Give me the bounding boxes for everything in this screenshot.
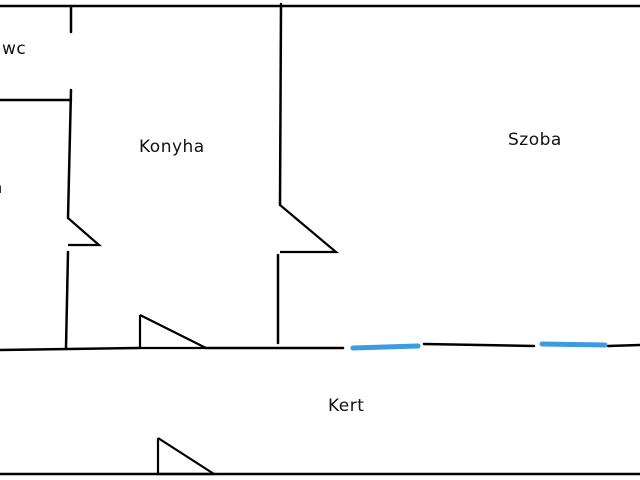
window-2 — [539, 341, 608, 348]
garden-wall-right — [606, 343, 640, 348]
kitchen-left-wall-lower — [64, 250, 70, 350]
door-wc-kitchen — [67, 217, 102, 247]
wc-kitchen-wall-lower — [66, 88, 73, 220]
room-label-konyha: Konyha — [139, 137, 205, 157]
garden-wall-between-windows — [422, 342, 536, 348]
door-kitchen-room — [279, 204, 340, 254]
room-label-szoba: Szoba — [508, 130, 562, 150]
window-1 — [350, 343, 421, 351]
door-garden-gate — [156, 437, 218, 476]
garden-wall-left — [0, 346, 142, 352]
room-label-partial: a — [0, 178, 3, 198]
room-label-wc: wc — [2, 39, 27, 59]
kitchen-room-wall-upper — [278, 2, 283, 207]
door-kitchen-garden — [138, 314, 207, 350]
room-label-kert: Kert — [328, 396, 365, 416]
